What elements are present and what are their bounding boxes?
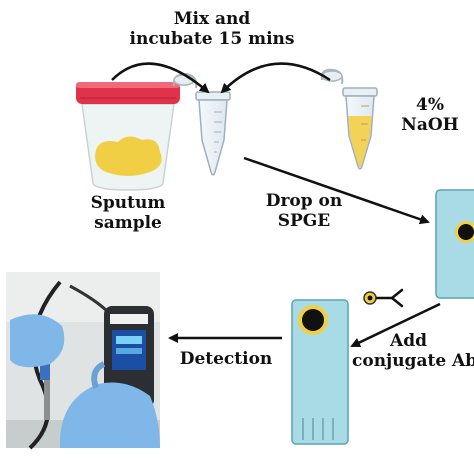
screen-printed-electrode-icon [435, 189, 474, 299]
detection-label: Detection [179, 349, 273, 369]
add-label-line1: Add [390, 331, 427, 351]
sputum-blob-icon [95, 136, 162, 176]
sputum-label: Sputum sample [66, 193, 190, 233]
add-arrow [350, 302, 441, 348]
mix-label-line2: incubate 15 mins [129, 28, 295, 49]
drop-label-line1: Drop on [265, 191, 343, 211]
mix-label: Mix and incubate 15 mins [118, 9, 306, 49]
add-label: Add conjugate Ab [352, 331, 474, 371]
sputum-label-line2: sample [94, 212, 162, 233]
naoh-label-line1: 4% [416, 95, 444, 115]
middle-electrode-icon [291, 299, 349, 445]
naoh-label-line2: NaOH [401, 114, 459, 135]
mix-label-line1: Mix and [173, 9, 251, 29]
mix-arrow-right [220, 62, 331, 94]
drop-label-line2: SPGE [277, 210, 331, 231]
add-label-line2: conjugate Ab [352, 351, 474, 371]
antibody-conjugate-icon [363, 288, 404, 308]
naoh-tube-icon [320, 68, 378, 170]
potentiostat-photo [6, 272, 160, 450]
specimen-cup-icon [76, 82, 180, 191]
mix-arrow-left [111, 62, 210, 94]
sputum-label-line1: Sputum [90, 193, 166, 213]
drop-label: Drop on SPGE [254, 191, 354, 231]
drop-arrow [243, 156, 430, 225]
naoh-label: 4% NaOH [392, 95, 468, 135]
microcentrifuge-tube-icon [172, 72, 231, 176]
